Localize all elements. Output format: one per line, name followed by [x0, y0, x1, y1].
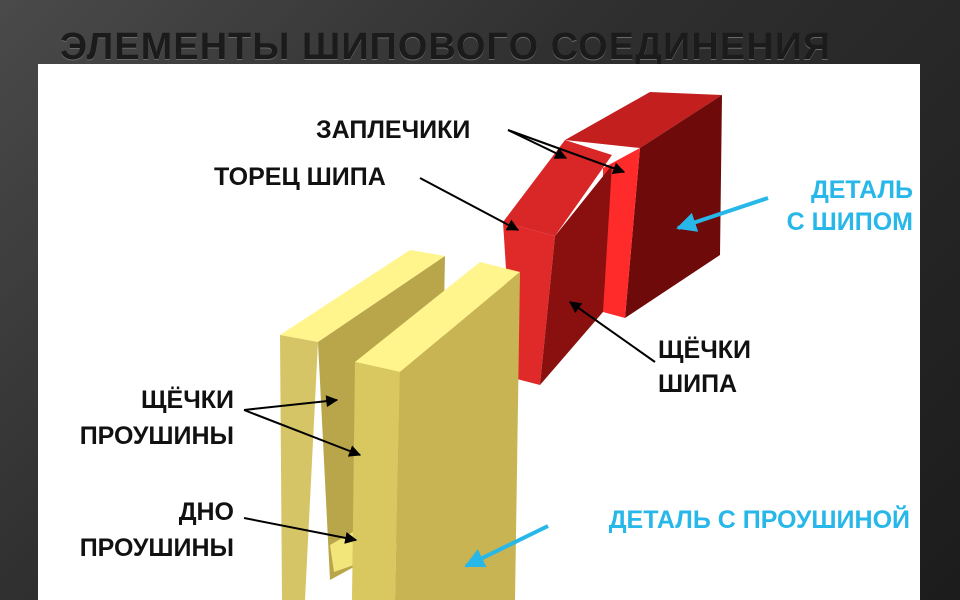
arrow-tenon-end: [419, 177, 520, 231]
arrow-shoulders-2: [507, 129, 626, 174]
label-tenon-cheeks-1: ЩЁЧКИ: [658, 336, 751, 364]
label-slot-cheeks-1: ЩЁЧКИ: [141, 386, 234, 414]
arrow-part-with-tenon: [676, 196, 769, 232]
arrow-shoulders-1: [507, 129, 568, 159]
front-prong-face: [352, 362, 400, 600]
label-part-with-tenon-1: ДЕТАЛЬ: [811, 176, 913, 204]
slot-part: [280, 250, 520, 600]
label-shoulders: ЗАПЛЕЧИКИ: [316, 116, 470, 144]
label-slot-cheeks-2: ПРОУШИНЫ: [80, 422, 234, 450]
tenon-top: [503, 140, 612, 236]
arrow-part-with-slot: [464, 524, 549, 568]
front-prong-side: [395, 272, 520, 600]
back-prong-top: [280, 250, 445, 342]
label-part-with-tenon-2: С ШИПОМ: [787, 208, 913, 236]
shoulder-face: [603, 148, 640, 318]
callout-arrows: [243, 129, 769, 568]
label-tenon-cheeks-2: ШИПА: [658, 370, 737, 398]
label-slot-bottom-2: ПРОУШИНЫ: [80, 534, 234, 562]
tenon-part: [503, 92, 722, 385]
arrow-slot-bottom: [243, 517, 358, 544]
tenon-part-top: [565, 92, 722, 148]
label-tenon-end: ТОРЕЦ ШИПА: [214, 163, 386, 191]
label-part-with-slot: ДЕТАЛЬ С ПРОУШИНОЙ: [609, 504, 910, 534]
tenon-cheek-face: [540, 165, 612, 385]
arrow-tenon-cheeks: [569, 301, 656, 363]
back-prong-side: [280, 335, 318, 600]
arrow-slot-cheeks-2: [243, 409, 362, 457]
label-slot-bottom-1: ДНО: [179, 498, 234, 526]
slide-title: ЭЛЕМЕНТЫ ШИПОВОГО СОЕДИНЕНИЯ: [60, 26, 832, 68]
front-prong-top: [355, 262, 520, 372]
arrow-slot-cheeks-1: [243, 395, 339, 411]
tenon-part-front: [625, 95, 722, 318]
